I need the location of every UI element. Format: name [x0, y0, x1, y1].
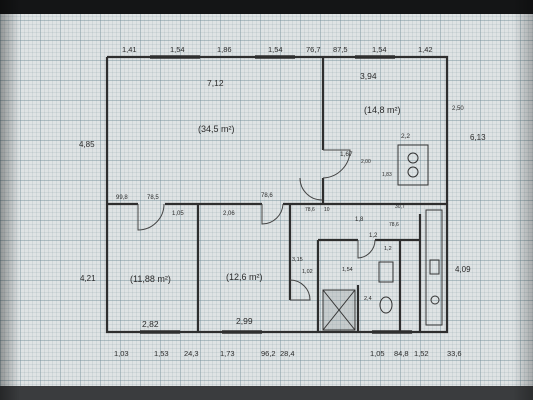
top-dim: 1,86	[217, 45, 232, 54]
top-dim: 1,54	[268, 45, 283, 54]
annotation: 78,6	[261, 193, 273, 199]
walls	[105, 55, 449, 334]
table-icon	[397, 144, 429, 186]
room-area-lower-middle: (12,6 m²)	[226, 272, 263, 282]
bottom-dim: 28,4	[280, 349, 295, 358]
top-dim: 1,54	[372, 45, 387, 54]
bottom-dim: 1,05	[370, 349, 385, 358]
dark-background-top	[0, 0, 533, 14]
annotation: 1,02	[302, 269, 313, 275]
annotation: 1,8	[355, 217, 364, 223]
side-dim-right-upper: 6,13	[470, 133, 486, 142]
toilet-icon	[379, 296, 393, 314]
annotation: 1,54	[342, 267, 353, 273]
room-width-upper-right: 3,94	[360, 71, 377, 81]
side-dim-left-upper: 4,85	[79, 140, 95, 149]
room-area-upper-right: (14,8 m²)	[364, 105, 401, 115]
washbasin-icon	[378, 261, 394, 283]
top-dim: 87,5	[333, 45, 348, 54]
annotation: 99,8	[116, 195, 128, 201]
annotation: 78,5	[147, 195, 159, 201]
edge-shadow-right	[513, 0, 533, 400]
side-dim-right-wall: 2,50	[452, 106, 464, 112]
annotation: 1,05	[172, 211, 184, 217]
annotation: 30,7	[395, 204, 405, 210]
bottom-dim: 1,52	[414, 349, 429, 358]
top-dim: 76,7	[306, 45, 321, 54]
bottom-dim: 1,73	[220, 349, 235, 358]
door-swings	[137, 149, 376, 301]
side-dim-left-lower: 4,21	[80, 274, 96, 283]
annotation: 1,67	[340, 151, 353, 158]
room-area-living: (34,5 m²)	[198, 124, 235, 134]
dark-background-bottom	[0, 386, 533, 400]
annotation: 1,2	[369, 233, 378, 239]
room-width-living: 7,12	[207, 78, 224, 88]
graph-paper	[0, 0, 533, 388]
bottom-dim: 84,8	[394, 349, 409, 358]
bottom-dim: 96,2	[261, 349, 276, 358]
sink-icon	[429, 259, 440, 275]
stove-icon	[407, 152, 419, 164]
annotation: 3,15	[292, 257, 303, 263]
side-dim-right-lower: 4,09	[455, 265, 471, 274]
room-area-lower-left: (11,88 m²)	[130, 274, 171, 284]
annotation: 10	[324, 207, 330, 213]
annotation: 78,6	[305, 207, 315, 213]
annotation: 78,6	[389, 222, 399, 228]
bottom-dim: 24,3	[184, 349, 199, 358]
bottom-dim: 1,03	[114, 349, 129, 358]
annotation: 2,4	[364, 296, 372, 302]
fixtures	[322, 144, 443, 331]
annotation: 2,00	[361, 159, 371, 165]
top-dim: 1,41	[122, 45, 137, 54]
cooktop-icon	[430, 295, 440, 305]
kitchen-counter	[425, 209, 443, 326]
dimension-labels: 1,41 1,54 1,86 1,54 76,7 87,5 1,54 1,42 …	[79, 45, 486, 358]
bottom-dim: 33,6	[447, 349, 462, 358]
edge-shadow-left	[0, 0, 20, 400]
annotation: 1,2	[384, 246, 392, 252]
top-dim: 1,42	[418, 45, 433, 54]
room-width-lower-middle: 2,99	[236, 316, 253, 326]
annotation: 1,83	[382, 172, 392, 178]
bottom-dim: 1,53	[154, 349, 169, 358]
annotation: 2,2	[401, 133, 410, 140]
annotation: 2,06	[223, 211, 235, 217]
top-dim: 1,54	[170, 45, 185, 54]
room-width-lower-left: 2,82	[142, 319, 159, 329]
